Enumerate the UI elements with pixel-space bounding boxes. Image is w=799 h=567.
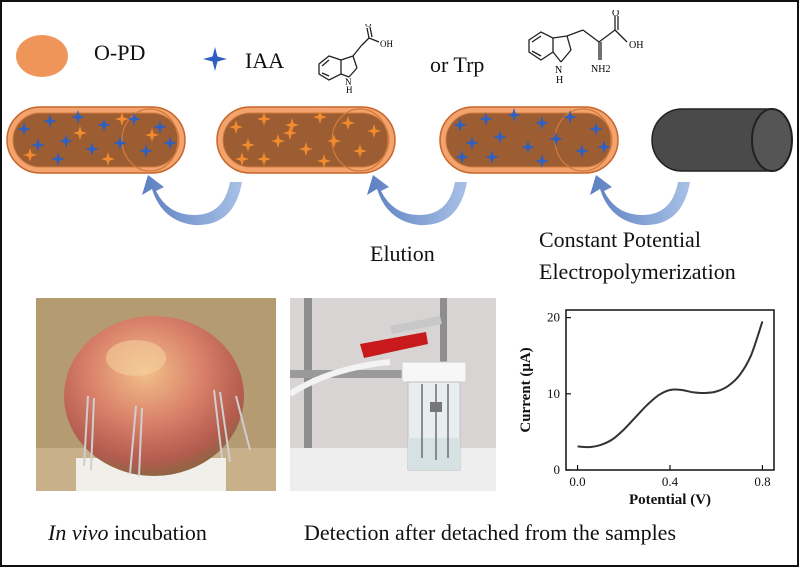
electropolymerization-label: Electropolymerization (539, 259, 736, 284)
trp-h-label: H (556, 75, 563, 86)
arrow-electropolymerization (590, 175, 690, 226)
y-tick-label: 20 (547, 310, 560, 325)
trp-o-label: O (612, 10, 619, 19)
iaa-o-label: O (365, 24, 372, 29)
iaa-legend-label: IAA (245, 48, 285, 73)
cell-photo (290, 298, 496, 491)
opd-legend-label: O-PD (94, 40, 146, 65)
fruit-photo-drawing (36, 298, 276, 491)
electrode-eluted (216, 106, 396, 174)
iaa-star-icon (203, 47, 227, 71)
incubation-text: incubation (108, 520, 207, 545)
iaa-h-label: H (346, 85, 353, 94)
process-diagram (6, 106, 793, 226)
x-tick-label: 0.0 (569, 474, 585, 489)
electrode-polymerized (439, 106, 619, 174)
y-tick-label: 0 (554, 462, 561, 477)
y-tick-label: 10 (547, 386, 560, 401)
detection-caption: Detection after detached from the sample… (304, 520, 677, 545)
iaa-oh-label: OH (380, 39, 393, 49)
bare-electrode (651, 108, 793, 172)
fruit-photo (36, 298, 276, 491)
arrow-elution (367, 175, 467, 226)
in-vivo-caption: In vivo incubation (48, 520, 207, 546)
elution-label: Elution (370, 241, 435, 266)
constant-potential-label: Constant Potential (539, 227, 701, 252)
electrode-imprinted (6, 106, 186, 174)
or-trp-label: or Trp (430, 52, 485, 77)
trp-structure-icon: OH O N H NH2 (528, 10, 643, 86)
trp-n-label: N (555, 65, 562, 76)
series-line-response (577, 321, 764, 449)
opd-legend-ellipse (16, 35, 68, 77)
trp-oh-label: OH (629, 40, 643, 51)
x-tick-label: 0.4 (662, 474, 679, 489)
trp-nh2-label: NH2 (591, 64, 610, 75)
cell-photo-drawing (290, 298, 496, 491)
iaa-n-label: N (345, 77, 352, 87)
x-axis-label: Potential (V) (629, 492, 711, 508)
arrow-incubation (142, 175, 242, 226)
iaa-structure-icon: OH O N H (318, 24, 393, 94)
y-axis-label: Current (μA) (518, 347, 534, 432)
in-vivo-italic: In vivo (48, 520, 109, 545)
x-tick-label: 0.8 (754, 474, 770, 489)
